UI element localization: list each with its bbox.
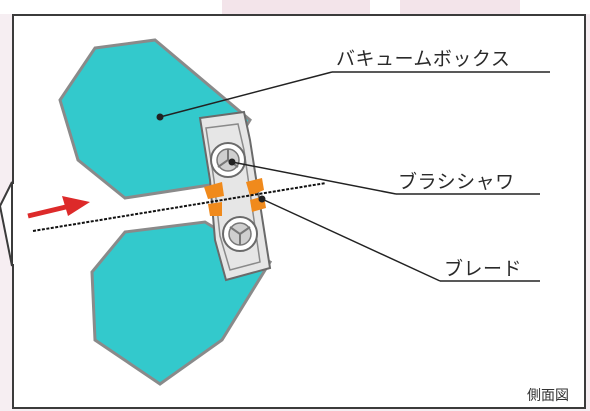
blade-leader — [258, 195, 540, 282]
brush-shower-label: ブラシシャワ — [398, 171, 515, 193]
panel-pointer — [0, 181, 13, 267]
vacuum-box-label: バキュームボックス — [336, 48, 511, 70]
upper-brush-roller — [210, 142, 246, 178]
upper-left-blade — [204, 182, 224, 199]
lower-left-blade — [208, 202, 222, 216]
lower-brush-roller — [222, 216, 258, 252]
side-view-caption: 側面図 — [527, 388, 569, 404]
upper-right-blade — [246, 178, 264, 196]
top-tab-left — [222, 0, 370, 14]
feed-direction-arrow — [27, 196, 90, 219]
vacuum-box-leader — [156, 71, 550, 121]
blade-label: ブレード — [444, 258, 523, 280]
brush-shower-leader — [228, 158, 540, 195]
upper-vacuum-box — [58, 38, 252, 200]
top-tab-right — [400, 0, 520, 14]
